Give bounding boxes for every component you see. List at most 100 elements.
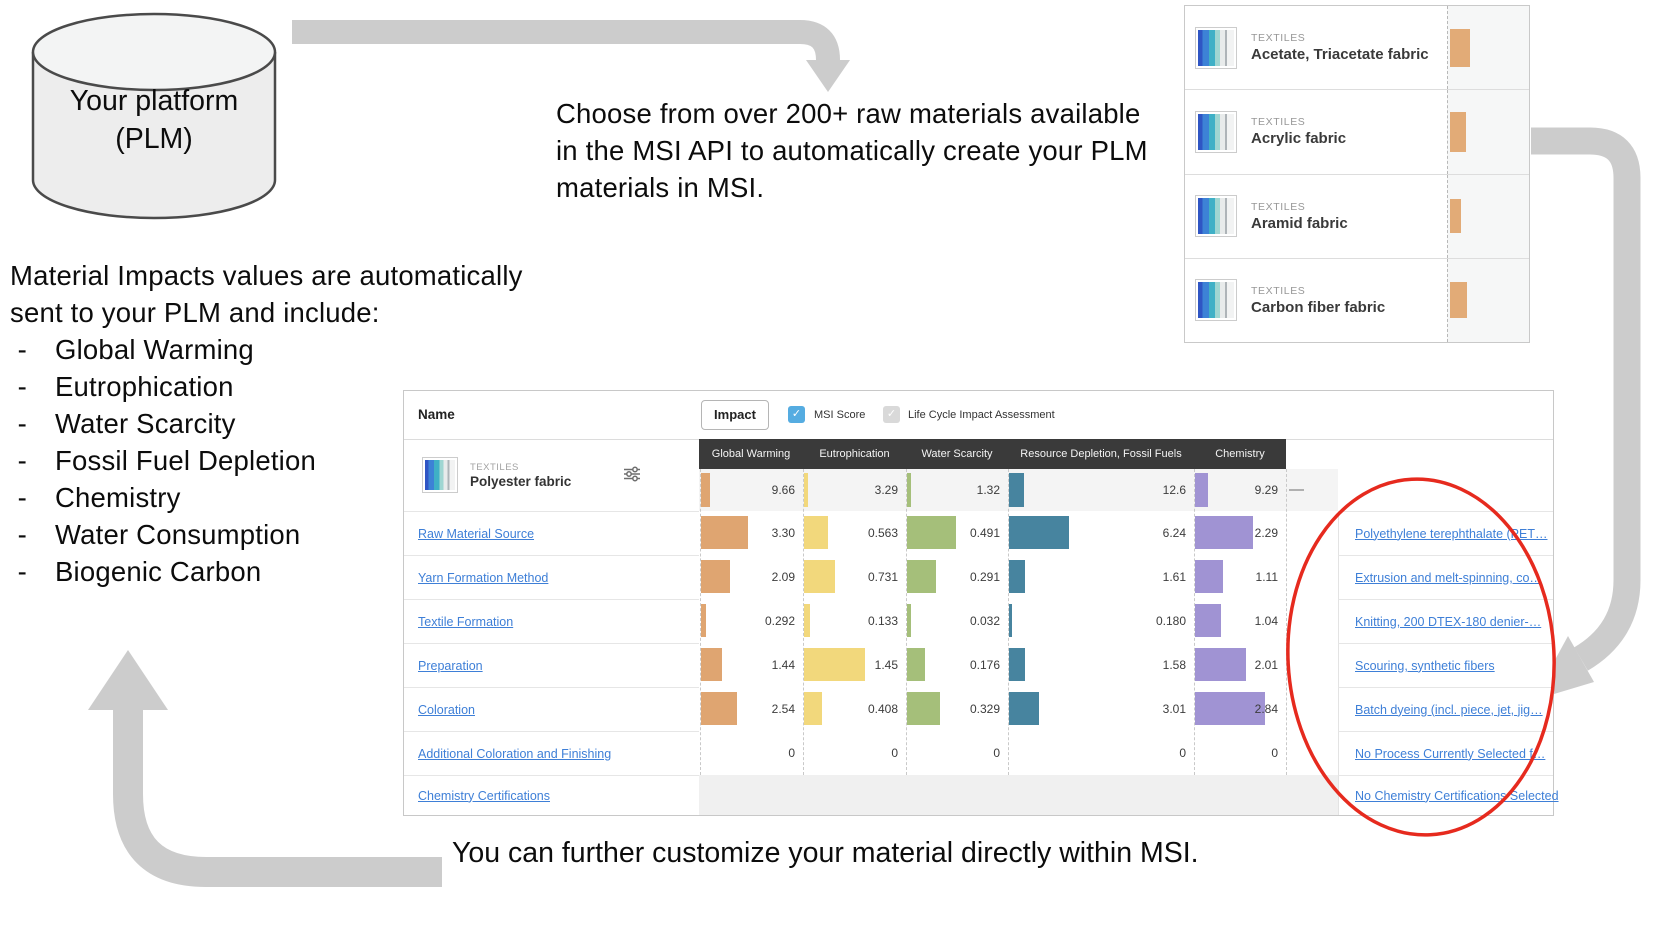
- msi-impact-table: Name Impact ✓ MSI Score ✓ Life Cycle Imp…: [403, 390, 1559, 816]
- polyester-name-label: Polyester fabric: [470, 473, 572, 489]
- impact-value: 0: [993, 746, 1000, 760]
- impact-list-dash: -: [17, 482, 27, 513]
- impact-list-item: -Water Scarcity: [10, 405, 630, 442]
- table-row-process-cell: Polyethylene terephthalate (PET…: [1338, 511, 1553, 555]
- impact-list-item: -Eutrophication: [10, 368, 630, 405]
- process-link[interactable]: No Process Currently Selected f…: [1355, 746, 1546, 761]
- impact-value: 9.29: [1254, 483, 1278, 497]
- row-label-link[interactable]: Additional Coloration and Finishing: [418, 746, 612, 761]
- impact-bar: [804, 604, 810, 637]
- process-link[interactable]: Extrusion and melt-spinning, co…: [1355, 570, 1542, 585]
- table-row-label-cell: Raw Material Source: [404, 511, 699, 555]
- polyester-total-dash: —: [1289, 481, 1304, 498]
- impact-value: 2.54: [771, 702, 795, 716]
- dashed-gridline: [700, 469, 701, 775]
- impact-value: 12.6: [1162, 483, 1186, 497]
- impact-column-header: Eutrophication: [819, 448, 890, 460]
- impact-tab-button[interactable]: Impact: [701, 400, 769, 430]
- impact-value: 0.491: [969, 526, 1000, 540]
- impact-bar: [907, 473, 911, 507]
- impact-bar: [804, 560, 835, 593]
- polyester-category-label: TEXTILES: [470, 461, 519, 473]
- impact-bar: [701, 692, 737, 725]
- table-row-process-cell: Batch dyeing (incl. piece, jet, jig…: [1338, 687, 1553, 731]
- impact-list-item: -Biogenic Carbon: [10, 553, 630, 590]
- row-label-link[interactable]: Textile Formation: [418, 614, 514, 629]
- impact-value: 3.30: [771, 526, 795, 540]
- impact-list-dash: -: [17, 519, 27, 550]
- impact-bar: [1195, 516, 1253, 549]
- impact-bar: [1195, 473, 1208, 507]
- process-link[interactable]: Polyethylene terephthalate (PET…: [1355, 526, 1548, 541]
- table-row-process-cell: Knitting, 200 DTEX-180 denier-…: [1338, 599, 1553, 643]
- material-thumbnail: [1195, 195, 1237, 238]
- impact-column-header: Water Scarcity: [921, 448, 993, 460]
- material-score-bar: [1450, 28, 1470, 67]
- material-thumbnail: [1195, 279, 1237, 322]
- table-row-process-cell: No Process Currently Selected f…: [1338, 731, 1553, 775]
- impact-value: 2.01: [1254, 658, 1278, 672]
- table-row-process-cell: Scouring, synthetic fibers: [1338, 643, 1553, 687]
- impact-list-label: Fossil Fuel Depletion: [55, 445, 316, 476]
- impact-value: 3.01: [1162, 702, 1186, 716]
- process-link[interactable]: Knitting, 200 DTEX-180 denier-…: [1355, 614, 1542, 629]
- row-label-link[interactable]: Coloration: [418, 702, 475, 717]
- impact-value: 0.563: [867, 526, 898, 540]
- impact-value: 1.32: [976, 483, 1000, 497]
- filter-sliders-icon[interactable]: [623, 466, 641, 485]
- impacts-caption-line2: sent to your PLM and include:: [10, 297, 380, 328]
- row-label-link[interactable]: Yarn Formation Method: [418, 570, 549, 585]
- row-label-link[interactable]: Preparation: [418, 658, 483, 673]
- material-score-cell: [1447, 174, 1529, 258]
- dashed-gridline: [1286, 469, 1287, 775]
- impact-value: 0: [1271, 746, 1278, 760]
- impact-bar: [701, 648, 722, 681]
- dashed-gridline: [803, 469, 804, 775]
- impact-value: 0.329: [969, 702, 1000, 716]
- material-category-label: TEXTILES: [1251, 200, 1306, 213]
- material-thumbnail: [1195, 26, 1237, 69]
- row-label-link[interactable]: Chemistry Certifications: [418, 788, 550, 803]
- impact-bar: [804, 473, 808, 507]
- impact-bar: [1009, 516, 1069, 549]
- process-link[interactable]: Scouring, synthetic fibers: [1355, 658, 1495, 673]
- lcia-checkbox-label: Life Cycle Impact Assessment: [908, 409, 1055, 421]
- impact-list-label: Biogenic Carbon: [55, 556, 262, 587]
- msi-score-checkbox[interactable]: ✓: [788, 406, 805, 423]
- impact-value: 2.29: [1254, 526, 1278, 540]
- impact-bar: [1009, 560, 1025, 593]
- process-link[interactable]: Batch dyeing (incl. piece, jet, jig…: [1355, 702, 1543, 717]
- impact-value: 1.61: [1162, 570, 1186, 584]
- impact-value: 0: [788, 746, 795, 760]
- impact-list-label: Water Consumption: [55, 519, 301, 550]
- material-score-cell: [1447, 6, 1529, 90]
- table-row-label-cell: Textile Formation: [404, 599, 699, 643]
- process-link[interactable]: No Chemistry Certifications Selected: [1355, 788, 1559, 803]
- arrow-plm-to-msi-api: [292, 20, 850, 92]
- impact-column-header: Global Warming: [711, 448, 791, 460]
- material-category-label: TEXTILES: [1251, 32, 1306, 45]
- table-row-process-cell: Extrusion and melt-spinning, co…: [1338, 555, 1553, 599]
- table-row-label-cell: Coloration: [404, 687, 699, 731]
- lcia-checkbox[interactable]: ✓: [883, 406, 900, 423]
- dashed-gridline: [1008, 469, 1009, 775]
- impact-list-item: -Chemistry: [10, 479, 630, 516]
- choose-materials-caption: Choose from over 200+ raw materials avai…: [556, 98, 1148, 203]
- row-label-link[interactable]: Raw Material Source: [418, 526, 535, 541]
- impact-value: 0: [1179, 746, 1186, 760]
- material-name-label: Carbon fiber fabric: [1251, 298, 1386, 316]
- impact-bar: [701, 473, 710, 507]
- polyester-fabric-thumbnail: [422, 457, 458, 493]
- impact-value: 6.24: [1162, 526, 1186, 540]
- platform-label-line1: Your platform: [69, 85, 239, 117]
- impact-value: 0.133: [867, 614, 898, 628]
